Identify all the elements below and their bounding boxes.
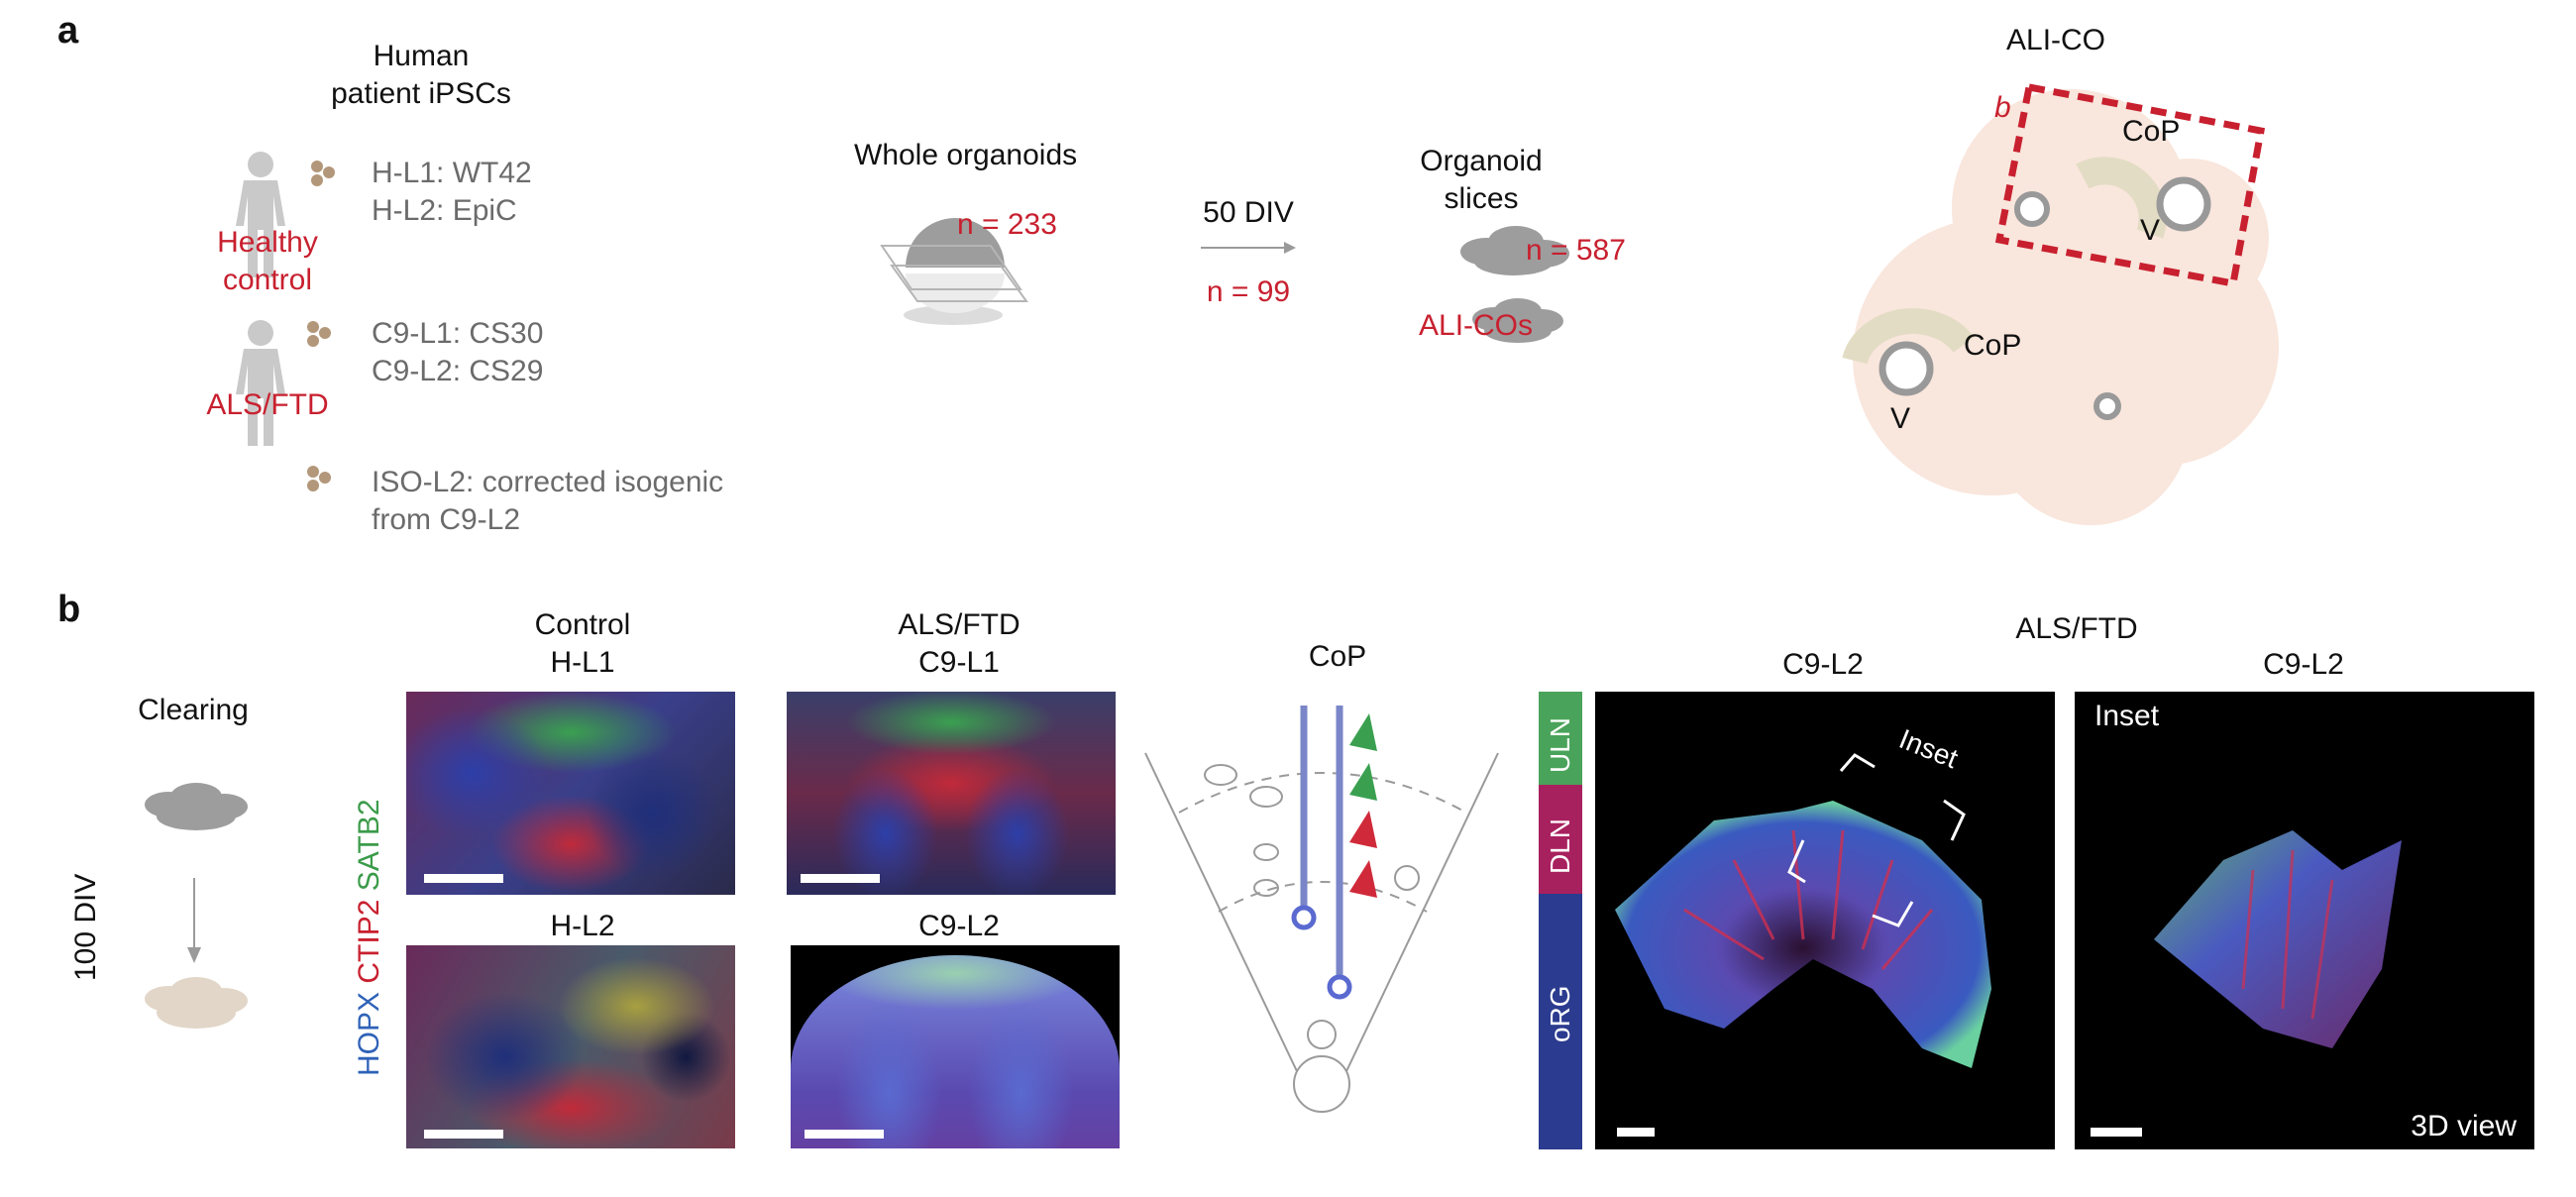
org-label: oRG <box>1545 985 1575 1042</box>
whole-organoid-icon <box>880 218 1028 325</box>
scale-bar <box>805 1130 884 1139</box>
alicos-label: ALI-COs <box>1419 309 1534 342</box>
alico-diagram <box>1842 82 2279 525</box>
cells-icon <box>307 466 331 491</box>
als-person-icon <box>236 320 285 446</box>
healthy-label-2: control <box>222 264 313 296</box>
iso-line-2: from C9-L2 <box>372 503 521 536</box>
view3d-label: 3D view <box>2411 1110 2517 1143</box>
cop-title: CoP <box>1308 640 1367 673</box>
als-label: ALS/FTD <box>206 388 329 421</box>
healthy-label-1: Healthy <box>217 226 318 259</box>
control-label: Control <box>534 608 631 641</box>
whole-n: n = 233 <box>957 208 1057 241</box>
stain-label: HOPX CTIP2 SATB2 <box>353 799 386 1076</box>
micrograph-inset-3d: Inset 3D view <box>2075 692 2534 1149</box>
ipsc-title-2: patient iPSCs <box>331 77 511 110</box>
healthy-person-icon <box>236 152 285 277</box>
org-layer: oRG <box>1539 894 1582 1149</box>
inset-c9l2-label: C9-L2 <box>2263 648 2344 681</box>
v-label-2: V <box>1890 402 1911 435</box>
div50-label: 50 DIV <box>1203 196 1294 229</box>
cop-label-2: CoP <box>1964 329 2022 362</box>
hl2-label: H-L2 <box>550 910 615 942</box>
div100-label: 100 DIV <box>69 873 102 981</box>
clearing-label: Clearing <box>138 694 249 726</box>
c9l2-label: C9-L2 <box>918 910 1000 942</box>
micrograph-hl1 <box>406 692 735 895</box>
ipsc-title-1: Human <box>373 40 470 72</box>
slices-label-2: slices <box>1444 182 1519 215</box>
stain-green: SATB2 <box>353 799 385 892</box>
healthy-line-1: H-L1: WT42 <box>372 157 532 189</box>
micrograph-c9l1 <box>787 692 1116 895</box>
clearing-diagram <box>145 783 248 1029</box>
uln-label: ULN <box>1545 716 1575 773</box>
inset-title: Inset <box>2094 700 2160 732</box>
cells-icon <box>307 321 331 347</box>
als-big-title: ALS/FTD <box>2015 612 2138 645</box>
als-line-2: C9-L2: CS29 <box>372 355 544 387</box>
scale-bar <box>2091 1128 2142 1137</box>
big-c9l2-label: C9-L2 <box>1782 648 1864 681</box>
scale-bar <box>1617 1128 1655 1137</box>
iso-line-1: ISO-L2: corrected isogenic <box>372 466 724 498</box>
scale-bar <box>801 874 880 883</box>
healthy-line-2: H-L2: EpiC <box>372 194 517 227</box>
panel-a-label: a <box>57 10 79 52</box>
als-c9l1-title: ALS/FTD <box>898 608 1020 641</box>
dln-label: DLN <box>1545 817 1575 874</box>
slices-label-1: Organoid <box>1420 145 1543 177</box>
panel-b-label: b <box>57 589 81 630</box>
hl1-label: H-L1 <box>550 646 615 679</box>
als-line-1: C9-L1: CS30 <box>372 317 544 350</box>
slices-n: n = 587 <box>1526 234 1626 267</box>
organoid-slices-icon <box>1460 226 1569 343</box>
cop-label-1: CoP <box>2122 115 2181 148</box>
micrograph-c9l2 <box>791 945 1120 1148</box>
dln-layer: DLN <box>1539 785 1582 894</box>
scale-bar <box>424 1130 503 1139</box>
stain-red: CTIP2 <box>353 899 385 984</box>
alico-title: ALI-CO <box>2006 24 2106 56</box>
whole-organoids-label: Whole organoids <box>854 139 1078 171</box>
cells-icon <box>311 161 335 186</box>
scale-bar <box>424 874 503 883</box>
box-b-label: b <box>1994 91 2011 124</box>
uln-layer: ULN <box>1539 692 1582 785</box>
cop-schematic <box>1144 706 1499 1113</box>
div50-n: n = 99 <box>1206 275 1291 308</box>
c9l1-label: C9-L1 <box>918 646 1000 679</box>
right-arrow-icon <box>1201 242 1296 254</box>
v-label-1: V <box>2140 214 2161 247</box>
stain-blue: HOPX <box>353 991 385 1076</box>
micrograph-big-c9l2 <box>1595 692 2055 1149</box>
micrograph-hl2 <box>406 945 735 1148</box>
